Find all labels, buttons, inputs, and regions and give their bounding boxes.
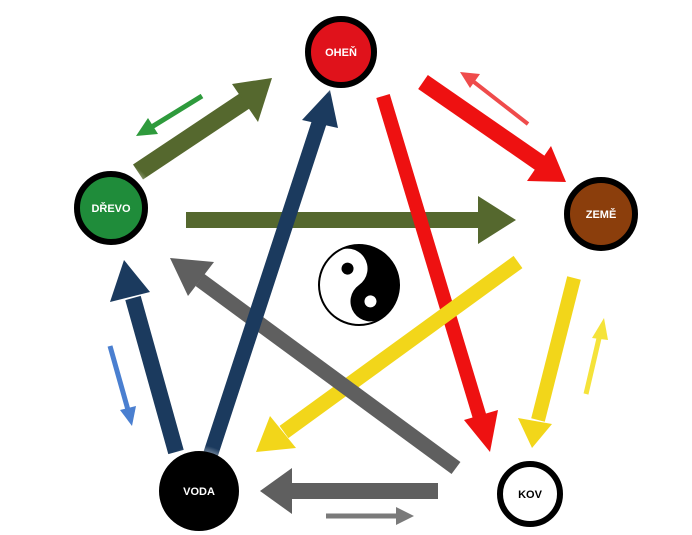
wood-to-water-thin-arrow-shaft — [107, 345, 131, 411]
metal-to-wood-arrow-head — [170, 258, 214, 296]
node-voda: VODA — [153, 445, 245, 535]
water-to-metal-thin-arrow-head — [396, 507, 414, 525]
fire-to-metal-arrow-head — [464, 410, 498, 452]
earth-to-metal-arrow-head — [518, 418, 552, 448]
yin-yang-icon — [318, 244, 400, 326]
node-ohen: OHEŇ — [297, 8, 385, 96]
fire-to-earth-arrow-head — [527, 146, 566, 182]
reverse-arrows — [107, 72, 608, 525]
fire-to-wood-thin-arrow-shaft — [148, 93, 204, 131]
node-zeme: ZEMĚ — [555, 168, 647, 260]
wood-to-fire-arrow-head — [232, 78, 272, 122]
node-label-ohen: OHEŇ — [325, 46, 357, 59]
water-to-fire-arrow-shaft — [202, 117, 328, 459]
earth-to-water-arrow-shaft — [279, 255, 523, 439]
element-nodes: OHEŇ ZEMĚ KOV VODA DŘEVO — [63, 8, 647, 535]
metal-to-water-arrow-head — [260, 468, 292, 514]
controlling-arrows — [170, 90, 523, 475]
node-label-voda: VODA — [183, 486, 215, 498]
wood-to-water-thin-arrow-head — [120, 406, 136, 426]
fire-to-earth-arrow-shaft — [418, 75, 545, 170]
node-label-drevo: DŘEVO — [91, 202, 131, 215]
wood-to-fire-arrow-shaft — [133, 92, 251, 180]
node-kov: KOV — [486, 450, 574, 535]
node-label-kov: KOV — [518, 489, 543, 501]
fire-to-wood-thin-arrow-head — [136, 118, 158, 136]
node-label-zeme: ZEMĚ — [586, 208, 617, 221]
wood-to-earth-arrow-head — [478, 196, 516, 244]
water-to-wood-arrow-shaft — [125, 295, 184, 455]
earth-to-metal-arrow-shaft — [531, 276, 581, 422]
fire-to-metal-arrow-shaft — [376, 93, 487, 421]
metal-to-wood-arrow-shaft — [195, 273, 461, 475]
water-to-fire-arrow-head — [302, 90, 338, 128]
earth-to-water-arrow-head — [256, 416, 296, 452]
metal-to-earth-thin-arrow-shaft — [583, 333, 603, 395]
metal-to-earth-thin-arrow-head — [592, 318, 608, 340]
earth-to-fire-thin-arrow-shaft — [472, 80, 530, 126]
earth-to-fire-thin-arrow-head — [460, 72, 480, 88]
node-drevo: DŘEVO — [63, 160, 159, 256]
generating-arrows — [110, 75, 581, 514]
water-to-wood-arrow-head — [110, 260, 150, 302]
